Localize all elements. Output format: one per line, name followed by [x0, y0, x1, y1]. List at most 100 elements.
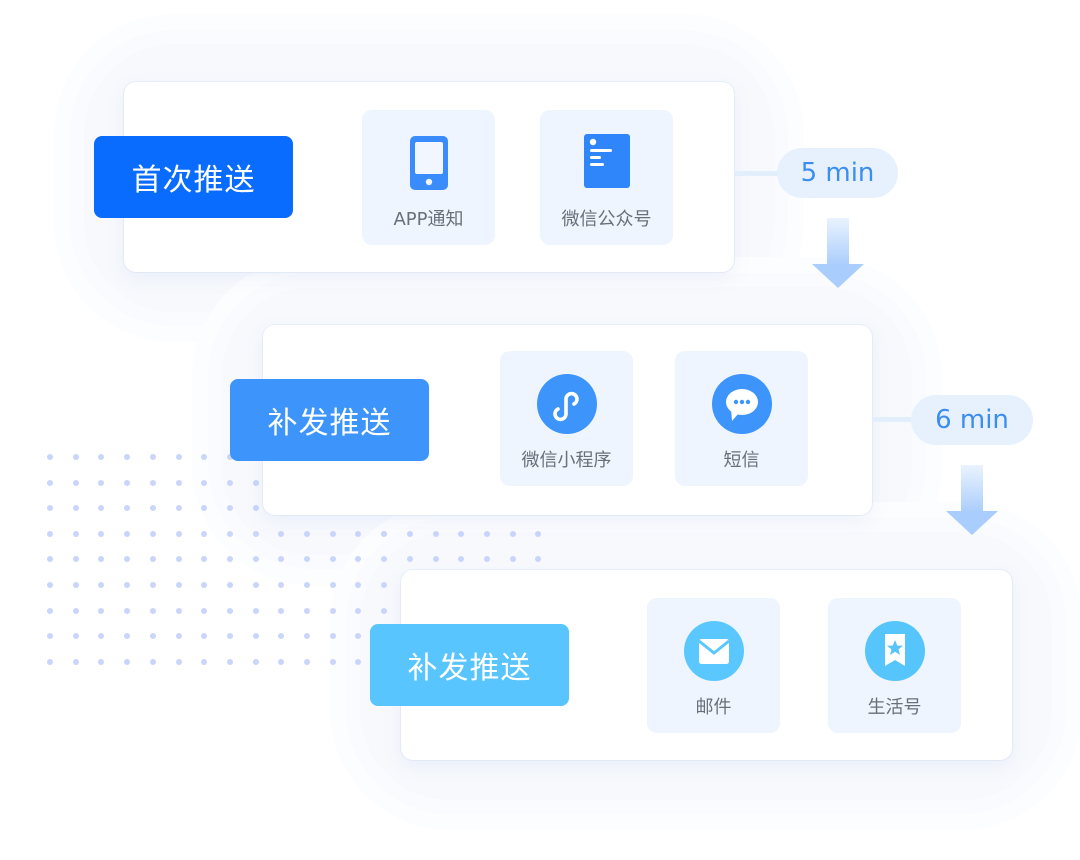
grid-dot [226, 607, 233, 614]
stage-label: 补发推送 [267, 406, 392, 441]
grid-dot [226, 556, 233, 563]
grid-dot [252, 607, 259, 614]
grid-dot [329, 607, 336, 614]
grid-dot [201, 454, 208, 460]
grid-dot [509, 556, 516, 563]
grid-dot [98, 607, 105, 614]
grid-dot [252, 530, 259, 537]
grid-dot [355, 633, 362, 640]
grid-dot [226, 658, 233, 665]
grid-dot [72, 505, 79, 512]
grid-dot [252, 556, 259, 563]
grid-dot [201, 530, 208, 537]
grid-dot [124, 530, 131, 537]
grid-dot [201, 556, 208, 563]
grid-dot [226, 454, 233, 460]
grid-dot [72, 530, 79, 537]
grid-dot [278, 530, 285, 537]
grid-dot [381, 530, 388, 537]
grid-dot [98, 582, 105, 588]
channel-label: 邮件 [695, 697, 732, 718]
grid-dot [483, 556, 490, 563]
grid-dot [149, 582, 156, 588]
grid-dot [201, 607, 208, 614]
grid-dot [72, 633, 79, 640]
grid-dot [124, 658, 131, 665]
channel-tile-life-account[interactable]: 生活号 [828, 598, 961, 733]
grid-dot [149, 530, 156, 537]
article-document-icon [583, 134, 630, 188]
down-arrow-icon [812, 218, 864, 288]
interval-badge-2: 6 min [911, 395, 1033, 445]
grid-dot [47, 556, 53, 563]
grid-dot [47, 479, 53, 486]
grid-dot [278, 556, 285, 563]
channel-tile-app[interactable]: APP通知 [362, 110, 495, 245]
grid-dot [201, 582, 208, 588]
grid-dot [329, 582, 336, 588]
grid-dot [329, 530, 336, 537]
grid-dot [149, 479, 156, 486]
grid-dot [72, 556, 79, 563]
grid-dot [98, 454, 105, 460]
grid-dot [355, 658, 362, 665]
channel-tile-wechat-official[interactable]: 微信公众号 [540, 110, 673, 245]
grid-dot [72, 454, 79, 460]
grid-dot [458, 530, 465, 537]
grid-dot [252, 658, 259, 665]
grid-dot [226, 530, 233, 537]
grid-dot [355, 607, 362, 614]
interval-label: 6 min [935, 405, 1009, 435]
stage-button-resend-1[interactable]: 补发推送 [230, 379, 429, 461]
grid-dot [47, 658, 53, 665]
mini-program-link-icon [536, 374, 597, 434]
grid-dot [201, 479, 208, 486]
channel-label: APP通知 [393, 209, 464, 230]
grid-dot [98, 658, 105, 665]
grid-dot [201, 633, 208, 640]
grid-dot [72, 479, 79, 486]
grid-dot [304, 530, 310, 537]
grid-dot [355, 530, 362, 537]
grid-dot [201, 658, 208, 665]
channel-label: 生活号 [867, 697, 922, 718]
channel-label: 微信小程序 [521, 450, 612, 471]
grid-dot [98, 556, 105, 563]
grid-dot [458, 556, 465, 563]
grid-dot [406, 530, 413, 537]
connector-line-2 [872, 417, 920, 422]
grid-dot [252, 505, 259, 512]
grid-dot [278, 607, 285, 614]
grid-dot [304, 658, 310, 665]
grid-dot [381, 556, 388, 563]
stage-button-first-push[interactable]: 首次推送 [94, 136, 293, 218]
grid-dot [226, 633, 233, 640]
channel-tile-email[interactable]: 邮件 [647, 598, 780, 733]
grid-dot [149, 454, 156, 460]
channel-tile-sms[interactable]: 短信 [675, 351, 808, 486]
grid-dot [226, 479, 233, 486]
grid-dot [47, 633, 53, 640]
grid-dot [98, 633, 105, 640]
bookmark-star-icon [864, 621, 925, 681]
channel-tile-mini-program[interactable]: 微信小程序 [500, 351, 633, 486]
grid-dot [47, 454, 53, 460]
grid-dot [149, 607, 156, 614]
grid-dot [252, 633, 259, 640]
connector-line-1 [734, 171, 784, 176]
grid-dot [175, 633, 182, 640]
grid-dot [355, 582, 362, 588]
chat-bubble-icon [711, 374, 772, 434]
stage-button-resend-2[interactable]: 补发推送 [370, 624, 569, 706]
channel-label: 微信公众号 [561, 209, 652, 230]
grid-dot [535, 530, 542, 537]
grid-dot [98, 505, 105, 512]
grid-dot [329, 556, 336, 563]
interval-badge-1: 5 min [777, 148, 898, 198]
grid-dot [175, 505, 182, 512]
grid-dot [381, 607, 388, 614]
grid-dot [149, 556, 156, 563]
grid-dot [226, 505, 233, 512]
down-arrow-icon [946, 465, 998, 535]
